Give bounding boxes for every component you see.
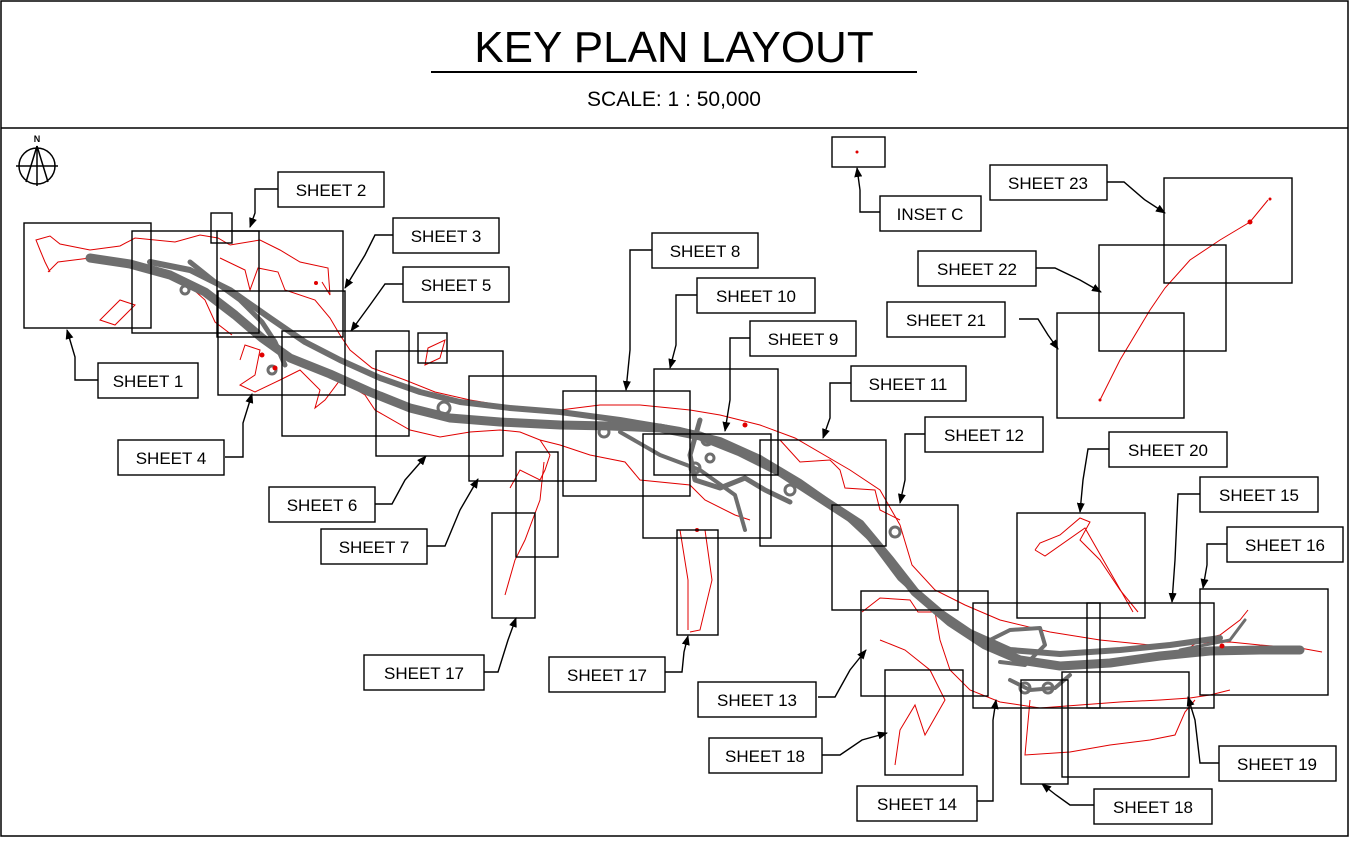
sheet-box-5 (281, 330, 410, 437)
label-text-sheet-4: SHEET 4 (136, 449, 207, 468)
scale-label: SCALE: 1 : 50,000 (587, 88, 761, 111)
sheet-box-18a (884, 669, 964, 776)
label-text-sheet-5: SHEET 5 (421, 276, 492, 295)
label-sheet-8: SHEET 8 (651, 232, 759, 269)
label-sheet-16: SHEET 16 (1226, 526, 1344, 563)
label-text-sheet-18b: SHEET 18 (1113, 798, 1193, 817)
sheet-box-16 (1199, 588, 1329, 696)
label-text-sheet-6: SHEET 6 (287, 496, 358, 515)
label-sheet-21: SHEET 21 (886, 301, 1006, 338)
sheet-labels: SHEET 1 SHEET 2 SHEET 3 SHEET 4 SHEET 5 … (97, 164, 1344, 825)
label-sheet-2: SHEET 2 (277, 171, 385, 208)
label-text-sheet-22: SHEET 22 (937, 260, 1017, 279)
inset-c-box (831, 136, 886, 168)
label-sheet-18a: SHEET 18 (708, 737, 823, 774)
label-text-sheet-1: SHEET 1 (113, 372, 184, 391)
control-points (259, 150, 1272, 649)
sheet-box-10 (653, 368, 779, 476)
sheet-box-14 (972, 602, 1101, 709)
label-sheet-10: SHEET 10 (696, 277, 816, 314)
site-boundary (35, 199, 1323, 766)
label-sheet-19: SHEET 19 (1218, 745, 1337, 782)
label-text-sheet-2: SHEET 2 (296, 181, 367, 200)
sheet-box-12 (831, 504, 959, 611)
sheet-box-17c (676, 529, 719, 636)
sheet-box-22 (1098, 244, 1227, 352)
sheet-box-18b (1020, 679, 1069, 785)
label-text-sheet-8: SHEET 8 (670, 242, 741, 261)
sheet-box-1 (23, 222, 152, 329)
label-sheet-9: SHEET 9 (749, 320, 857, 357)
leader-lines (65, 167, 1227, 806)
sheet-box-2 (210, 212, 233, 244)
label-text-inset-c: INSET C (897, 205, 964, 224)
label-inset-c: INSET C (879, 195, 982, 232)
label-text-sheet-17b: SHEET 17 (567, 666, 647, 685)
label-text-sheet-20: SHEET 20 (1128, 441, 1208, 460)
label-sheet-17b: SHEET 17 (548, 656, 666, 693)
label-sheet-5: SHEET 5 (402, 266, 510, 303)
sheet-box-small (417, 332, 448, 364)
sheet-box-19 (1061, 671, 1190, 778)
label-text-sheet-9: SHEET 9 (768, 330, 839, 349)
label-text-sheet-19: SHEET 19 (1237, 755, 1317, 774)
sheet-box-3a (131, 230, 260, 334)
sheet-box-7 (468, 375, 597, 482)
label-text-sheet-14: SHEET 14 (877, 795, 957, 814)
label-sheet-17a: SHEET 17 (363, 654, 485, 691)
label-text-sheet-13: SHEET 13 (717, 691, 797, 710)
sheet-box-15 (1086, 602, 1215, 709)
label-text-sheet-11: SHEET 11 (869, 375, 948, 394)
label-sheet-1: SHEET 1 (97, 362, 199, 399)
label-text-sheet-21: SHEET 21 (906, 311, 986, 330)
north-arrow-icon: N (16, 134, 58, 186)
label-sheet-12: SHEET 12 (924, 416, 1044, 453)
sheet-box-3 (216, 230, 344, 338)
label-text-sheet-3: SHEET 3 (411, 227, 482, 246)
sheet-box-6 (375, 350, 504, 457)
label-text-sheet-23: SHEET 23 (1008, 174, 1088, 193)
label-text-sheet-16: SHEET 16 (1245, 536, 1325, 555)
label-text-sheet-10: SHEET 10 (716, 287, 796, 306)
sheet-box-13 (860, 590, 989, 697)
sheet-box-20 (1016, 512, 1146, 619)
sheet-box-17a (515, 451, 559, 558)
sheet-box-23 (1163, 177, 1293, 284)
sheet-box-8 (562, 390, 691, 497)
label-text-sheet-18a: SHEET 18 (725, 747, 805, 766)
label-sheet-4: SHEET 4 (117, 439, 225, 476)
label-text-sheet-12: SHEET 12 (944, 426, 1024, 445)
label-text-sheet-7: SHEET 7 (339, 538, 410, 557)
label-sheet-14: SHEET 14 (856, 785, 978, 822)
sheet-box-9 (642, 433, 772, 539)
label-text-sheet-15: SHEET 15 (1219, 486, 1299, 505)
label-sheet-15: SHEET 15 (1199, 476, 1319, 513)
label-sheet-13: SHEET 13 (697, 681, 817, 718)
label-sheet-22: SHEET 22 (917, 250, 1037, 287)
label-sheet-6: SHEET 6 (268, 486, 376, 523)
label-sheet-23: SHEET 23 (989, 164, 1108, 201)
sheet-boxes (23, 136, 1329, 785)
label-sheet-20: SHEET 20 (1108, 431, 1228, 468)
sheet-box-21 (1056, 312, 1185, 419)
north-letter: N (34, 134, 41, 144)
label-sheet-3: SHEET 3 (392, 217, 500, 254)
label-sheet-11: SHEET 11 (850, 365, 967, 402)
sheet-box-11 (759, 439, 887, 547)
label-text-sheet-17a: SHEET 17 (384, 664, 464, 683)
page-title: KEY PLAN LAYOUT (474, 23, 873, 72)
label-sheet-18b: SHEET 18 (1093, 788, 1213, 825)
label-sheet-7: SHEET 7 (320, 528, 428, 565)
